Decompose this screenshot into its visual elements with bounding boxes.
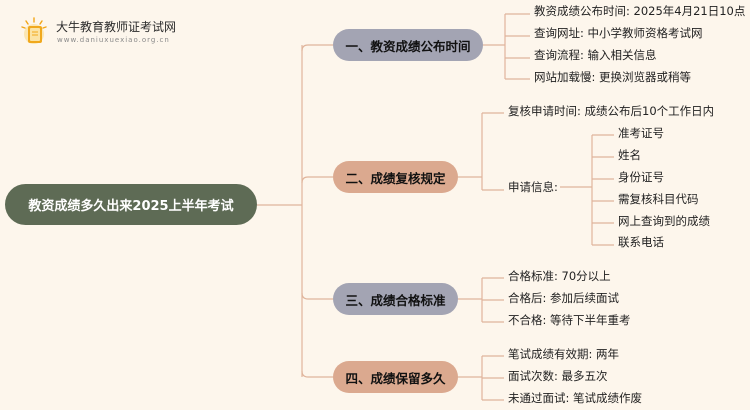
sub-leaf-item: 准考证号 xyxy=(618,126,664,140)
leaf-item: 未通过面试: 笔试成绩作废 xyxy=(508,391,643,405)
site-title: 大牛教育教师证考试网 xyxy=(56,20,177,34)
branch-announcement-time: 一、教资成绩公布时间 xyxy=(333,29,483,61)
sub-leaf-item: 需复核科目代码 xyxy=(618,192,699,206)
leaf-item: 笔试成绩有效期: 两年 xyxy=(508,347,620,361)
sub-leaf-item: 网上查询到的成绩 xyxy=(618,214,710,228)
branch-pass-standard: 三、成绩合格标准 xyxy=(333,283,458,315)
leaf-item: 不合格: 等待下半年重考 xyxy=(508,313,631,327)
connector-line xyxy=(301,176,333,184)
book-logo-icon xyxy=(21,17,47,44)
branch-review-rules: 二、成绩复核规定 xyxy=(333,161,458,193)
leaf-item: 合格后: 参加后续面试 xyxy=(508,291,620,305)
branch-score-validity: 四、成绩保留多久 xyxy=(333,361,458,393)
leaf-item: 复核申请时间: 成绩公布后10个工作日内 xyxy=(508,104,715,118)
sub-leaf-item: 身份证号 xyxy=(618,170,664,184)
connector-line xyxy=(301,44,333,52)
leaf-item: 申请信息: xyxy=(508,180,558,194)
leaf-item: 查询网址: 中小学教师资格考试网 xyxy=(534,26,703,40)
leaf-item: 网站加载慢: 更换浏览器或稍等 xyxy=(534,70,692,84)
sub-leaf-item: 姓名 xyxy=(618,148,641,162)
connector-line xyxy=(301,292,333,300)
leaf-item: 教资成绩公布时间: 2025年4月21日10点 xyxy=(534,4,746,18)
connector-line xyxy=(301,370,333,378)
sub-leaf-item: 联系电话 xyxy=(618,235,664,249)
leaf-item: 合格标准: 70分以上 xyxy=(508,269,611,283)
site-logo: 大牛教育教师证考试网 www.daniuxuexiao.org.cn xyxy=(20,14,180,54)
site-url: www.daniuxuexiao.org.cn xyxy=(57,36,170,44)
leaf-item: 查询流程: 输入相关信息 xyxy=(534,48,657,62)
leaf-item: 面试次数: 最多五次 xyxy=(508,369,608,383)
root-topic: 教资成绩多久出来2025上半年考试 xyxy=(5,184,257,225)
